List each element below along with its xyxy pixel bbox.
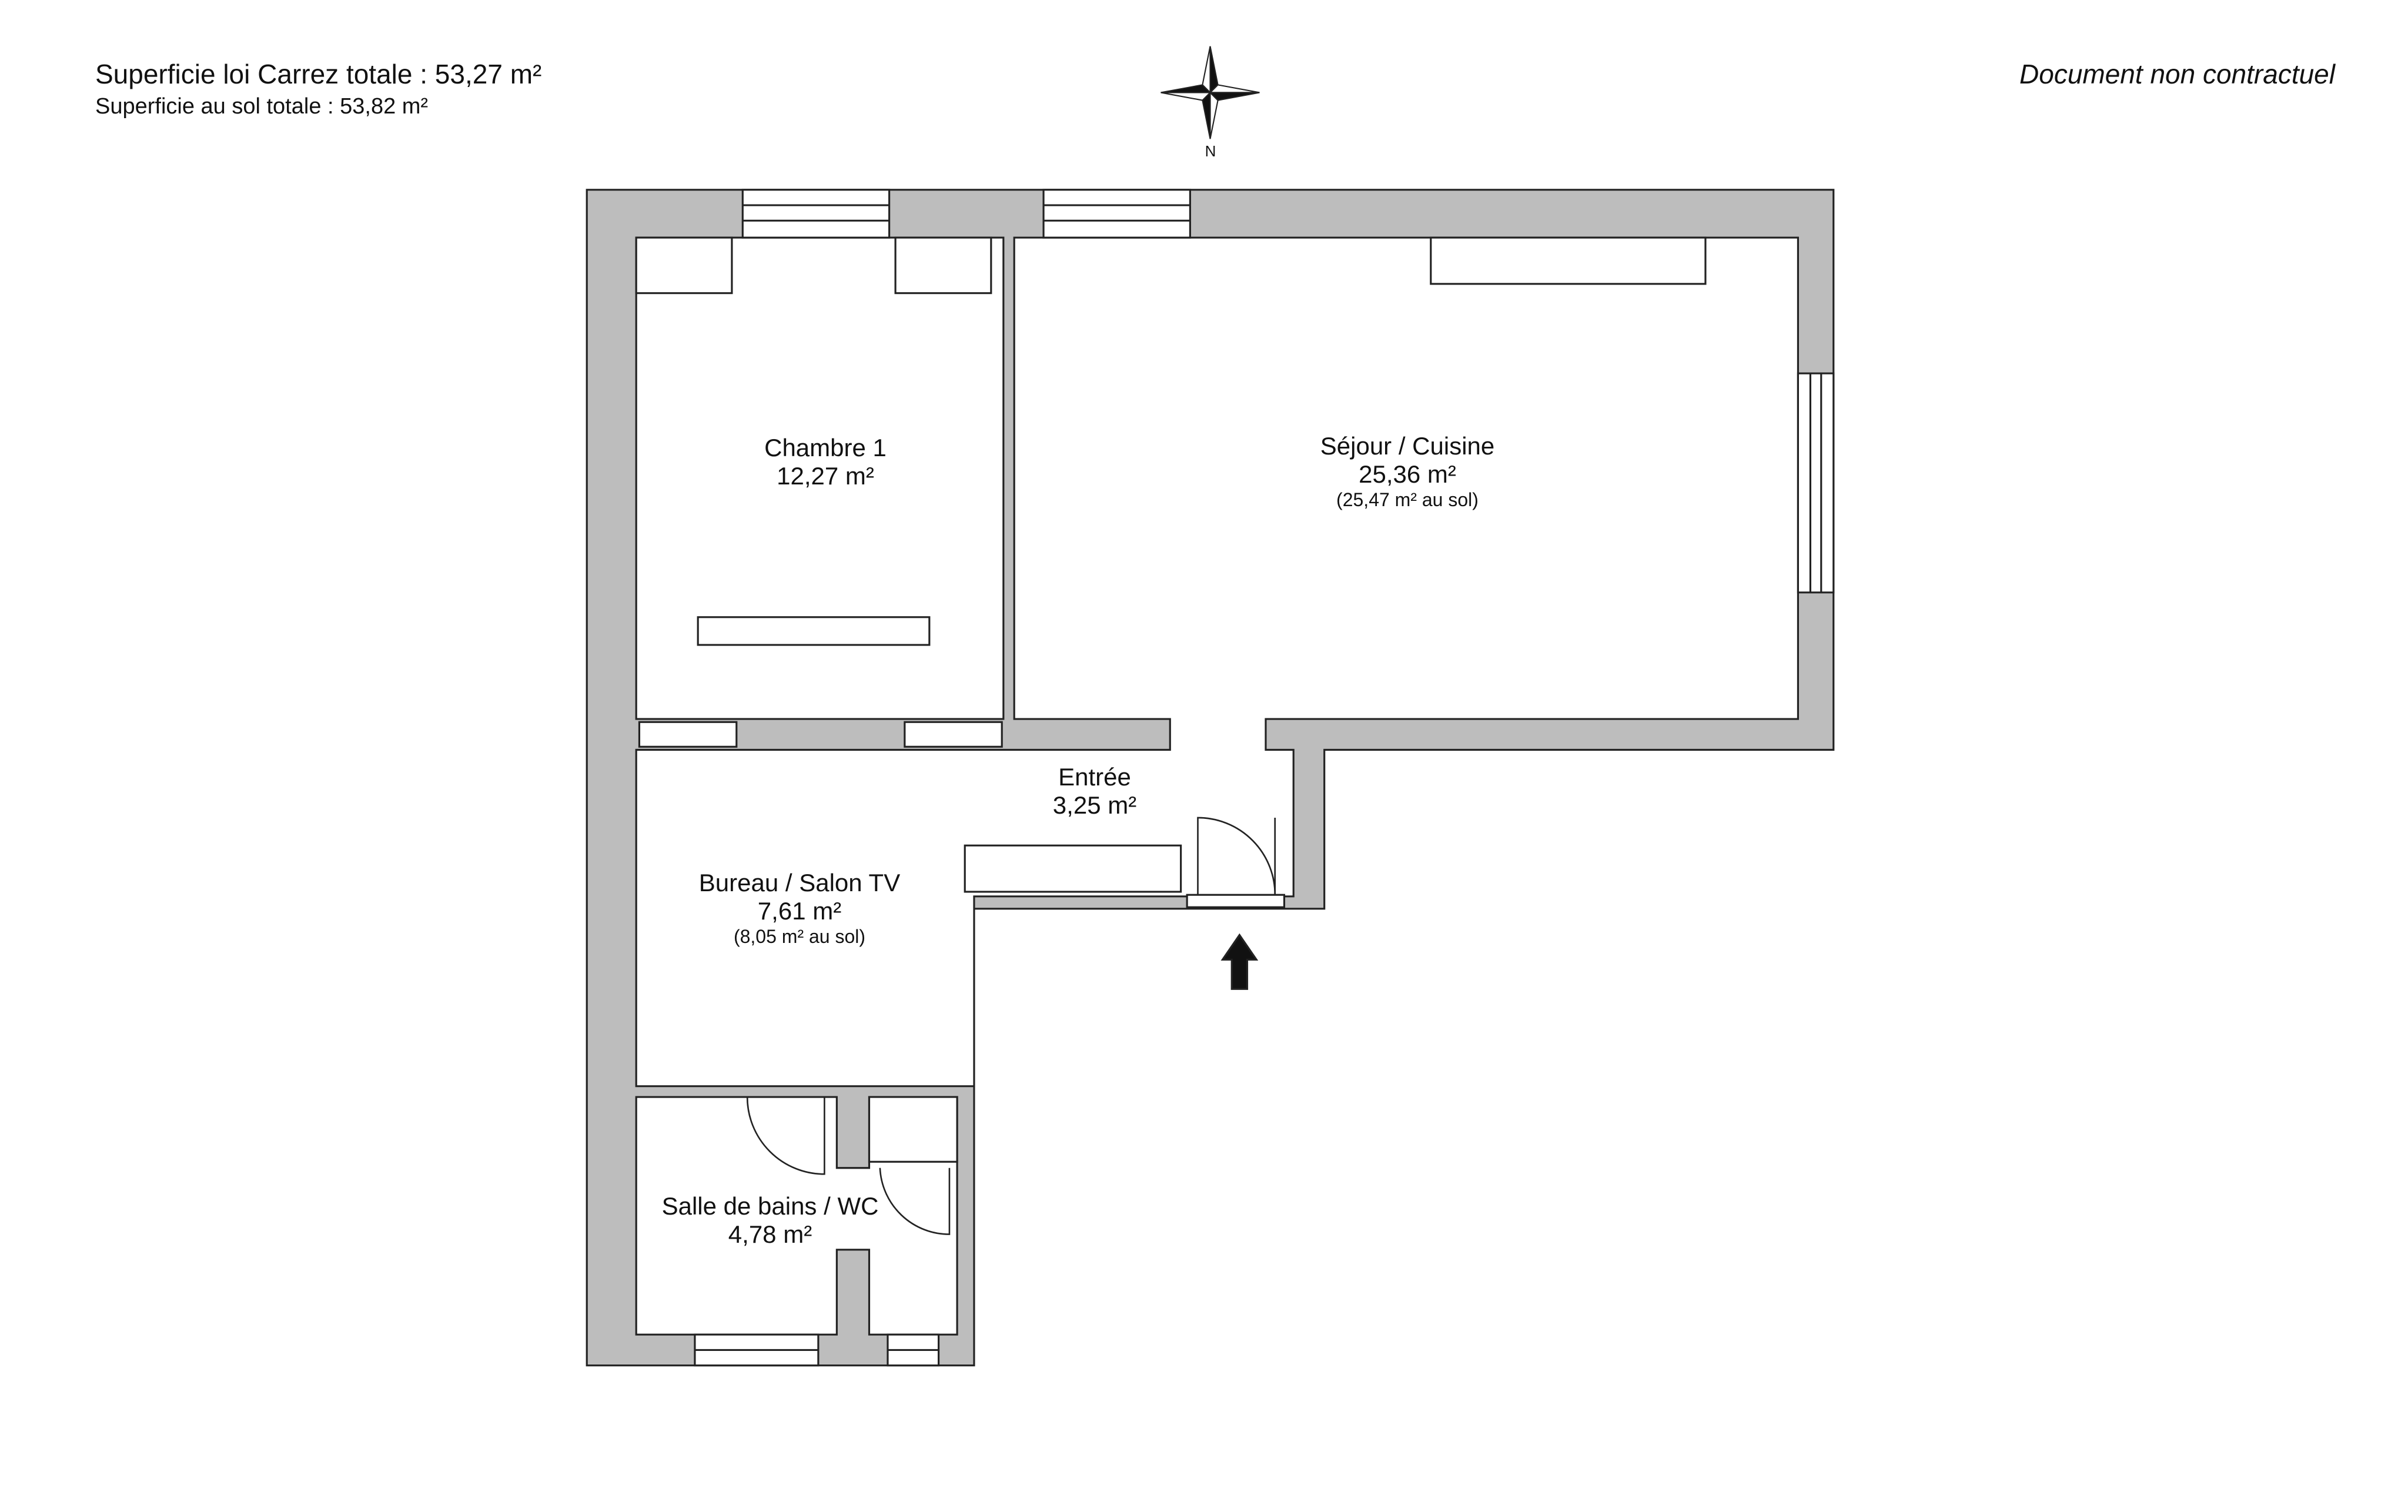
room-name: Salle de bains / WC [661,1192,879,1220]
room-label-chambre: Chambre 1 12,27 m² [764,434,887,491]
room-area: 7,61 m² [757,897,842,925]
door-swing [1197,817,1276,897]
sol-total: Superficie au sol totale : 53,82 m² [95,94,429,119]
window [741,189,891,239]
room-name: Bureau / Salon TV [698,869,901,897]
room-label-bureau: Bureau / Salon TV 7,61 m² (8,05 m² au so… [699,869,900,947]
closet [894,236,992,295]
room-area: 3,25 m² [1052,791,1137,819]
window [1042,189,1191,239]
room-name: Chambre 1 [764,434,887,461]
room-floor-area: (8,05 m² au sol) [733,925,866,947]
room-name: Entrée [1058,763,1131,791]
carrez-total: Superficie loi Carrez totale : 53,27 m² [95,59,542,89]
closet [964,844,1182,893]
window [887,1333,940,1367]
closet [635,236,733,295]
room-sejour-entree-bureau [635,236,1800,1088]
room-name: Séjour / Cuisine [1320,432,1495,460]
compass-rose-icon [1160,46,1260,139]
room-floor-area: (25,47 m² au sol) [1336,489,1479,510]
room-area: 25,36 m² [1359,460,1456,489]
closet [868,1096,958,1163]
front-door-threshold [1186,894,1286,908]
room-label-sejour: Séjour / Cuisine 25,36 m² (25,47 m² au s… [1320,432,1494,510]
room-label-sdb: Salle de bains / WC 4,78 m² [662,1192,879,1249]
window [694,1333,820,1367]
room-area: 12,27 m² [777,462,874,490]
window [1797,372,1835,594]
entrance-arrow-icon [1220,933,1259,990]
room-label-entree: Entrée 3,25 m² [1053,763,1136,820]
sliding-door [638,721,1003,748]
closet [697,616,931,646]
door-swing [746,1097,825,1175]
compass-north-label: N [1205,142,1216,160]
closet [1430,236,1707,285]
disclaimer: Document non contractuel [2019,59,2335,89]
door-swing [879,1168,951,1235]
room-area: 4,78 m² [728,1220,812,1249]
